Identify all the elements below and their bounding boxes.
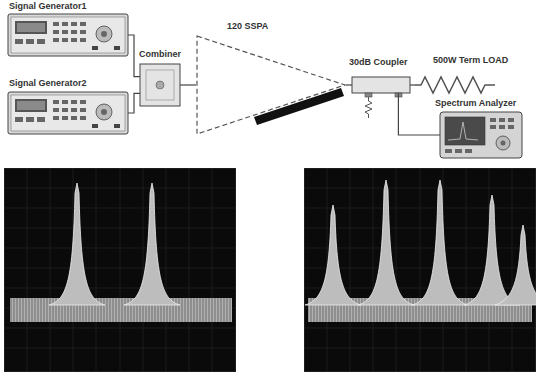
coupler: 30dB Coupler <box>352 77 410 93</box>
signal-generator: Signal Generator2 <box>8 92 128 134</box>
signal-generator: Signal Generator1 <box>8 14 128 56</box>
termination-resistor <box>365 97 372 118</box>
spectrum-screen <box>4 168 236 372</box>
device-label: 30dB Coupler <box>348 57 409 68</box>
coupler-body <box>352 77 410 97</box>
cable <box>128 93 140 113</box>
spectrum-analyzer-icon <box>440 112 522 158</box>
combiner-body <box>140 64 180 106</box>
combiner: Combiner <box>140 64 180 106</box>
resistor-symbol <box>415 77 495 93</box>
device-label: Signal Generator2 <box>8 78 88 89</box>
resistor-symbol <box>415 75 495 95</box>
device-label: 120 SSPA <box>226 21 269 32</box>
signal-generator-icon <box>8 14 128 56</box>
cable <box>410 84 415 85</box>
spectrum-screen <box>304 168 536 372</box>
spectrum-analyzer: Spectrum Analyzer <box>440 112 522 158</box>
device-label: 500W Term LOAD <box>432 55 509 66</box>
load-resistor: 500W Term LOAD <box>415 75 495 95</box>
device-label: Spectrum Analyzer <box>434 98 517 109</box>
heatsink-bar <box>254 88 344 125</box>
signal-generator-icon <box>8 92 128 134</box>
cable <box>180 84 196 85</box>
device-label: Combiner <box>138 49 182 60</box>
amplifier-outline <box>197 36 345 134</box>
device-label: Signal Generator1 <box>8 1 88 12</box>
amplifier-triangle: 120 SSPA <box>196 35 346 135</box>
amplifier-outline <box>196 35 346 135</box>
